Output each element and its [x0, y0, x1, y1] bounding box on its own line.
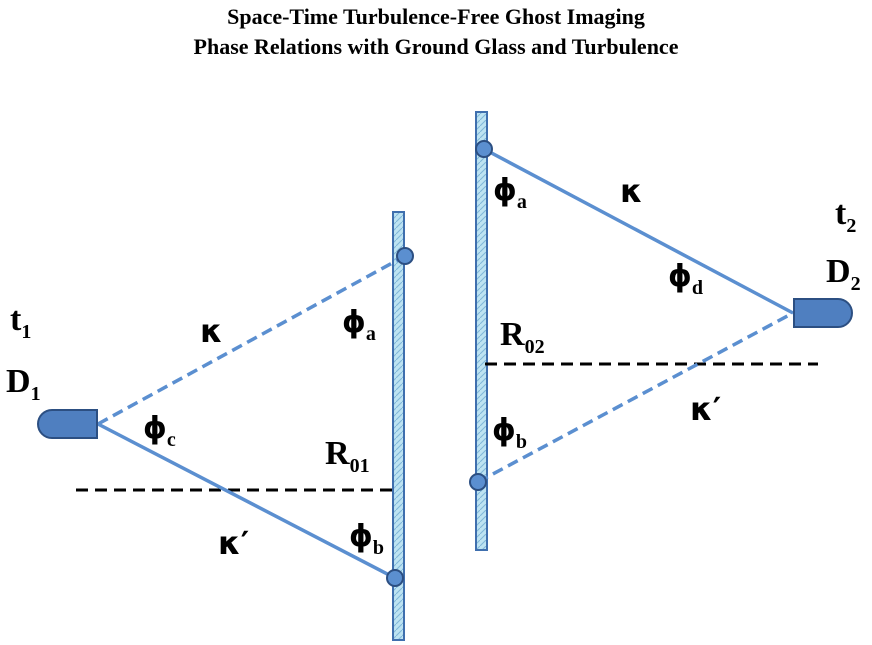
right-kappa-prime-label: κ′	[690, 390, 721, 428]
left-ray-kappa-prime	[97, 422, 396, 580]
right-kappa-label: κ	[620, 172, 643, 210]
right-phi-b-label: ϕb	[492, 413, 527, 453]
left-ground-glass	[392, 211, 405, 641]
right-phi-d-label: ϕd	[668, 259, 703, 299]
left-phi-c-label: ϕc	[143, 411, 176, 451]
left-scatter-point-a	[396, 247, 414, 265]
right-ray-kappa	[483, 147, 794, 315]
label-r02: R02	[500, 316, 545, 358]
left-phi-b-label: ϕb	[349, 519, 384, 559]
left-kappa-prime-label: κ′	[218, 524, 249, 562]
title-line-1: Space-Time Turbulence-Free Ghost Imaging	[227, 4, 645, 29]
detector-d2	[793, 298, 853, 328]
label-d1: D1	[6, 363, 41, 405]
left-ray-kappa	[97, 254, 406, 426]
left-phi-a-label: ϕa	[342, 305, 376, 345]
label-d2: D2	[826, 253, 861, 295]
right-scatter-point-b	[469, 473, 487, 491]
right-ground-glass	[475, 111, 488, 551]
label-t1: t1	[10, 301, 31, 343]
detector-d1	[37, 409, 98, 439]
label-t2: t2	[835, 195, 856, 237]
label-r01: R01	[325, 435, 370, 477]
right-ray-kappa-prime	[477, 311, 794, 484]
right-scatter-point-a	[475, 140, 493, 158]
left-scatter-point-b	[386, 569, 404, 587]
right-phi-a-label: ϕa	[493, 173, 527, 213]
title-line-2: Phase Relations with Ground Glass and Tu…	[194, 34, 679, 59]
left-kappa-label: κ	[200, 312, 223, 350]
